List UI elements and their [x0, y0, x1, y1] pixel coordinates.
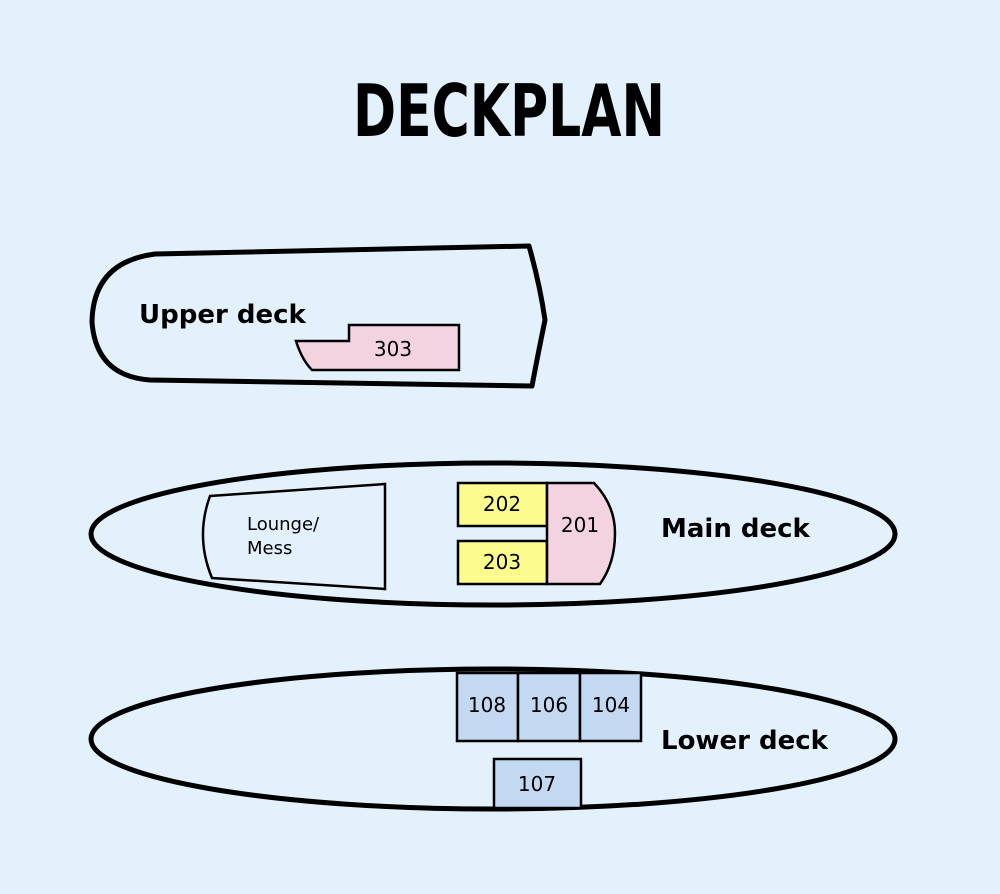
upper-deck: Upper deck 303	[89, 243, 548, 389]
cabin-108-label: 108	[468, 693, 506, 717]
cabin-104[interactable]: 104	[578, 671, 643, 743]
cabin-201-label: 201	[561, 513, 599, 537]
cabin-106-shape	[516, 671, 582, 743]
cabin-202[interactable]: 202	[456, 481, 549, 528]
page-title: DECKPLAN	[353, 69, 665, 153]
upper-deck-hull	[89, 243, 548, 389]
cabin-202-shape	[456, 481, 549, 528]
cabin-106-label: 106	[530, 693, 568, 717]
main-deck: Lounge/ Mess 202 203 201 Main deck	[88, 460, 898, 608]
main-deck-hull	[88, 460, 898, 608]
lower-deck-label: Lower deck	[661, 726, 829, 756]
cabin-201-shape	[545, 481, 617, 586]
cabin-107-label: 107	[518, 772, 556, 796]
cabin-203[interactable]: 203	[456, 539, 549, 586]
cabin-203-label: 203	[483, 550, 521, 574]
cabin-107[interactable]: 107	[492, 757, 583, 810]
upper-deck-label: Upper deck	[139, 300, 307, 330]
cabin-303-label: 303	[374, 337, 412, 361]
cabin-108-shape	[455, 671, 520, 743]
lounge-label-line1: Lounge/	[247, 514, 320, 535]
cabin-104-label: 104	[592, 693, 630, 717]
lounge-label-line2: Mess	[247, 538, 292, 559]
cabin-107-shape	[492, 757, 583, 810]
cabin-202-label: 202	[483, 492, 521, 516]
cabin-104-shape	[578, 671, 643, 743]
cabin-303-shape	[294, 323, 461, 372]
cabin-106[interactable]: 106	[516, 671, 582, 743]
main-deck-label: Main deck	[661, 514, 811, 544]
cabin-201[interactable]: 201	[545, 481, 617, 586]
lounge-mess-shape	[201, 482, 387, 591]
cabin-303[interactable]: 303	[294, 323, 461, 372]
cabin-108[interactable]: 108	[455, 671, 520, 743]
lower-deck: 108 106 104 107 Lower deck	[88, 666, 898, 812]
lounge-mess[interactable]: Lounge/ Mess	[201, 482, 387, 591]
